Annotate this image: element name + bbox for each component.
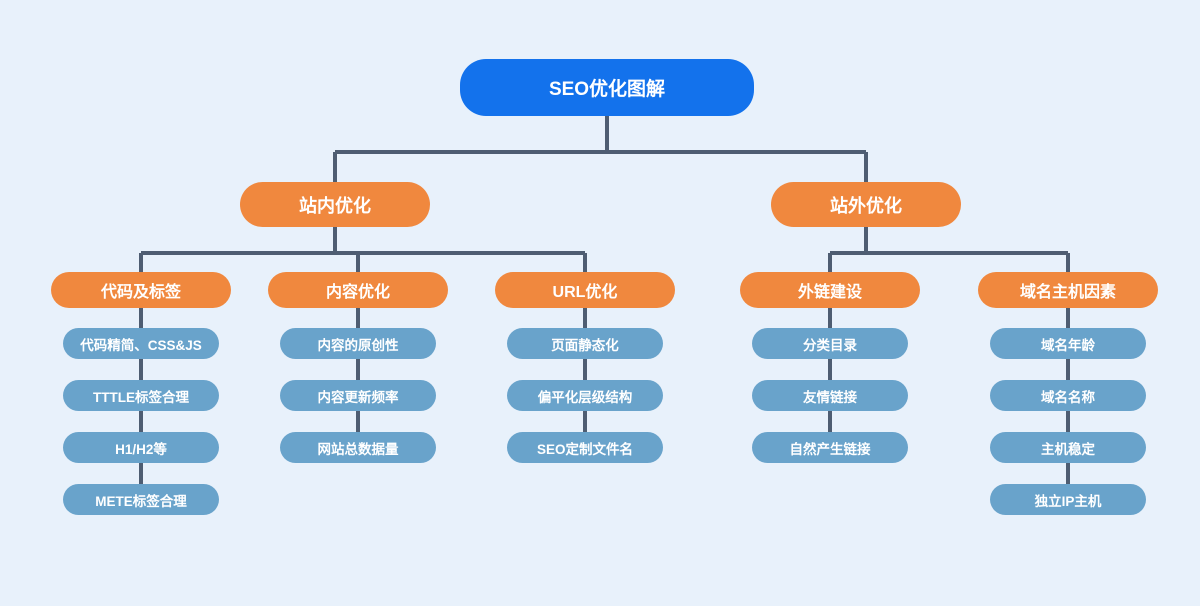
leaf-meta-tag: METE标签合理 <box>63 484 219 515</box>
leaf-directory-listing: 分类目录 <box>752 328 908 359</box>
leaf-code-css-js: 代码精简、CSS&JS <box>63 328 219 359</box>
branch-offsite-optimization: 站外优化 <box>771 182 961 227</box>
leaf-h1-h2: H1/H2等 <box>63 432 219 463</box>
leaf-static-pages: 页面静态化 <box>507 328 663 359</box>
category-backlink-building: 外链建设 <box>740 272 920 308</box>
leaf-host-stability: 主机稳定 <box>990 432 1146 463</box>
leaf-natural-links: 自然产生链接 <box>752 432 908 463</box>
category-url-optimization: URL优化 <box>495 272 675 308</box>
category-code-tags: 代码及标签 <box>51 272 231 308</box>
leaf-title-tag: TTTLE标签合理 <box>63 380 219 411</box>
root-node-seo: SEO优化图解 <box>460 59 754 116</box>
leaf-domain-name: 域名名称 <box>990 380 1146 411</box>
leaf-dedicated-ip-host: 独立IP主机 <box>990 484 1146 515</box>
branch-onsite-optimization: 站内优化 <box>240 182 430 227</box>
leaf-friendly-links: 友情链接 <box>752 380 908 411</box>
leaf-site-data-volume: 网站总数据量 <box>280 432 436 463</box>
leaf-content-update-frequency: 内容更新频率 <box>280 380 436 411</box>
leaf-domain-age: 域名年龄 <box>990 328 1146 359</box>
category-content-optimization: 内容优化 <box>268 272 448 308</box>
leaf-content-originality: 内容的原创性 <box>280 328 436 359</box>
category-domain-host-factors: 域名主机因素 <box>978 272 1158 308</box>
leaf-seo-custom-filename: SEO定制文件名 <box>507 432 663 463</box>
leaf-flat-hierarchy: 偏平化层级结构 <box>507 380 663 411</box>
